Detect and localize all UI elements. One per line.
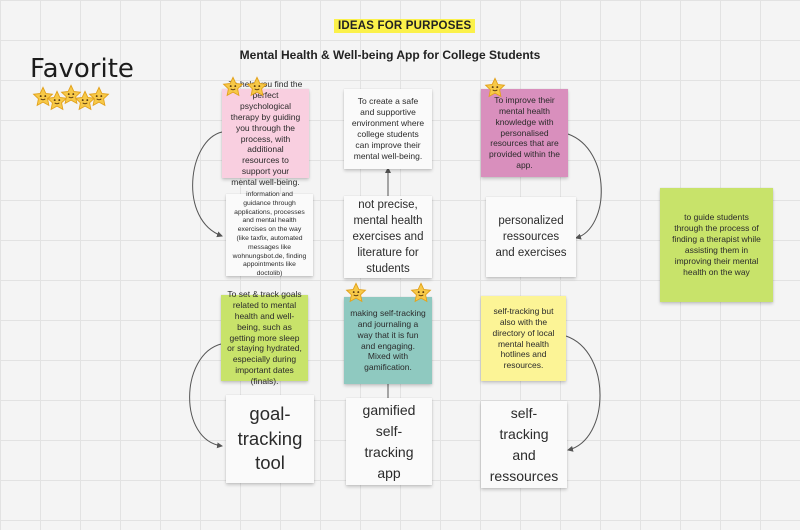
note-gamified-app[interactable]: gamified self-tracking app — [346, 398, 432, 485]
star-emoji-icon — [88, 86, 110, 107]
note-text: self-tracking and ressources — [489, 404, 559, 484]
note-text: To improve their mental health knowledge… — [489, 94, 560, 171]
note-purpose-knowledge[interactable]: To improve their mental health knowledge… — [481, 89, 568, 177]
arrow-therapy-to-info — [192, 131, 223, 238]
note-goal-tracking-tool[interactable]: goal-tracking tool — [226, 395, 314, 483]
star-emoji-icon — [246, 76, 268, 97]
arrow-goals-to-tool — [189, 343, 223, 449]
star-emoji-icon — [484, 77, 506, 98]
note-info-guidance[interactable]: information and guidance through applica… — [226, 190, 313, 278]
note-purpose-therapy[interactable]: To help you find the perfect psychologic… — [222, 79, 309, 187]
note-text: To create a safe and supportive environm… — [351, 96, 425, 161]
note-text: making self-tracking and journaling a wa… — [350, 307, 426, 373]
note-self-tracking-directory[interactable]: self-tracking but also with the director… — [481, 296, 566, 381]
star-emoji-icon — [345, 282, 367, 303]
note-purpose-safe-environment[interactable]: To create a safe and supportive environm… — [344, 89, 432, 169]
note-self-tracking-fun[interactable]: making self-tracking and journaling a wa… — [344, 297, 432, 384]
note-not-precise[interactable]: not precise, mental health exercises and… — [344, 196, 432, 278]
favorite-label: Favorite — [30, 54, 134, 84]
star-emoji-icon — [410, 282, 432, 303]
note-text: goal-tracking tool — [237, 402, 303, 474]
note-text: not precise, mental health exercises and… — [352, 198, 424, 276]
board-subtitle: Mental Health & Well-being App for Colle… — [239, 48, 541, 62]
note-guide-students[interactable]: to guide students through the process of… — [660, 188, 773, 302]
note-text: to guide students through the process of… — [672, 212, 761, 277]
star-emoji-icon — [222, 76, 244, 97]
note-text: self-tracking but also with the director… — [492, 305, 555, 371]
note-personalized-resources[interactable]: personalized ressources and exercises — [486, 197, 576, 277]
star-emoji-icon — [74, 90, 96, 111]
arrow-directory-to-resources — [565, 335, 601, 452]
arrow-knowledge-to-personalized — [567, 133, 602, 240]
note-self-tracking-resources[interactable]: self-tracking and ressources — [481, 401, 567, 488]
note-text: gamified self-tracking app — [362, 401, 416, 481]
star-emoji-icon — [32, 86, 54, 107]
note-text: personalized ressources and exercises — [495, 214, 567, 260]
header-tag: IDEAS FOR PURPOSES — [334, 19, 476, 33]
star-emoji-icon — [46, 90, 68, 111]
note-set-track-goals[interactable]: To set & track goals related to mental h… — [221, 289, 308, 386]
note-text: information and guidance through applica… — [232, 190, 307, 278]
note-text: To set & track goals related to mental h… — [227, 289, 302, 387]
